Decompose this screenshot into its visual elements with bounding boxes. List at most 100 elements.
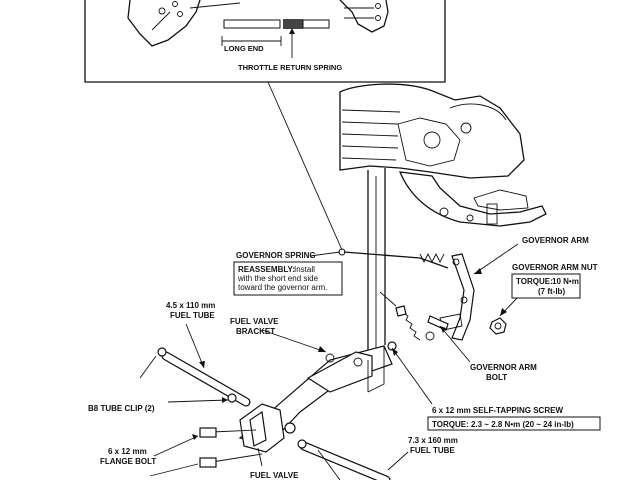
inset-hole	[375, 15, 381, 21]
engine-fin	[341, 157, 397, 161]
bolt-leader	[439, 325, 471, 363]
spring-leader	[309, 251, 341, 257]
self-tapping-screw	[379, 291, 433, 405]
long-end-label: LONG END	[224, 44, 264, 53]
short-tube-name-label: FUEL TUBE	[170, 311, 215, 320]
governor-arm-label: GOVERNOR ARM	[522, 236, 589, 245]
tube-clip	[297, 439, 307, 449]
clip-leader	[167, 399, 229, 403]
nut-torque-title: TORQUE:	[516, 277, 553, 286]
flange-bolt-name-label: FLANGE BOLT	[100, 457, 156, 466]
self-tapping-screw-label: 6 x 12 mm SELF-TAPPING SCREW	[432, 406, 563, 415]
nut-torque-value: 10 N•m	[552, 277, 579, 286]
bracket-leader	[261, 329, 327, 353]
fuel-valve-bracket-label-1: FUEL VALVE	[230, 317, 279, 326]
fuel-tube-long	[297, 439, 409, 485]
throttle-linkage	[449, 103, 507, 121]
arrow-head	[440, 326, 446, 333]
flange-bolt-leader	[153, 435, 199, 457]
tube-clip	[157, 347, 167, 357]
b8-tube-clip-label: B8 TUBE CLIP (2)	[88, 404, 155, 413]
arrow-head	[199, 361, 205, 368]
governor-shaft	[486, 203, 498, 225]
arrow-head	[500, 308, 507, 316]
governor-arm-nut-part	[489, 317, 507, 335]
fuel-tube-long-fill	[300, 442, 390, 484]
fuel-valve-lever	[249, 410, 267, 447]
arrow-head	[474, 268, 482, 274]
arrow-head	[318, 346, 326, 352]
engine-lower-plate	[398, 171, 547, 227]
throttle-return-spring-caption: THROTTLE RETURN SPRING	[238, 63, 342, 72]
inset-leader	[151, 11, 171, 31]
governor-spring	[309, 248, 449, 269]
bolt-head	[425, 331, 435, 341]
engine-body	[339, 83, 547, 227]
bolt-guide	[211, 453, 263, 463]
bracket-hole	[325, 353, 335, 363]
fuel-valve-part	[239, 403, 296, 467]
bolt-guide	[211, 429, 257, 433]
inset-hole	[172, 1, 178, 7]
governor-arm-leader	[473, 243, 519, 275]
long-tube-size-label: 7.3 x 160 mm	[408, 436, 458, 445]
engine-fin	[341, 133, 399, 137]
screw-leader	[391, 347, 433, 405]
inset-frame	[84, 0, 446, 83]
governor-spring-wire	[343, 251, 449, 269]
carburetor-port	[423, 131, 441, 149]
engine-bolt	[466, 214, 474, 222]
screw-head	[395, 305, 407, 317]
engine-fin	[341, 145, 399, 149]
arrow-head	[192, 434, 198, 440]
fuel-valve-outlet	[284, 422, 296, 434]
governor-arm-hole	[452, 258, 460, 266]
governor-arm-bolt-label-2: BOLT	[486, 373, 507, 382]
long-tube-name-label: FUEL TUBE	[410, 446, 455, 455]
engine-boss	[473, 189, 529, 211]
fuel-tube-short	[139, 323, 251, 407]
inset-hole	[375, 3, 381, 9]
nut-torque-alt: (7 ft-lb)	[538, 287, 565, 296]
nut-bore	[494, 322, 502, 330]
reassembly-line-1: Install	[294, 265, 315, 274]
long-tube-leader	[387, 451, 409, 471]
governor-arm-bolt-part	[427, 315, 449, 331]
governor-arm	[425, 243, 539, 363]
inset-right-bracket	[339, 0, 389, 33]
flange-bolt-upper	[199, 427, 217, 438]
flange-bolt-lower	[199, 457, 217, 468]
flange-bolt-leader	[149, 463, 199, 477]
engine-fin	[341, 109, 401, 113]
arrow-head	[222, 397, 228, 403]
bracket-tab-edge	[367, 346, 385, 393]
inset-detail: LONG END THROTTLE RETURN SPRING	[84, 0, 446, 251]
engine-bolt	[439, 207, 449, 217]
governor-spring-label: GOVERNOR SPRING	[236, 251, 316, 260]
reassembly-line-3: toward the governor arm.	[238, 283, 327, 292]
fuel-valve-label: FUEL VALVE	[250, 471, 299, 480]
short-tube-leader	[185, 323, 205, 369]
fuel-valve-bracket-label-2: BRACKET	[236, 327, 275, 336]
reassembly-note-box	[233, 261, 343, 296]
bracket-flange	[306, 351, 373, 393]
governor-spring-coil	[419, 252, 445, 264]
bracket-screw	[387, 341, 397, 351]
nut-torque-box	[511, 273, 581, 299]
screw-guide	[379, 291, 397, 307]
clip-leader	[139, 355, 157, 379]
screw-torque-box	[427, 416, 601, 431]
governor-arm-nut-label: GOVERNOR ARM NUT	[512, 263, 598, 272]
inset-spring-body	[223, 19, 281, 29]
arrow-head	[392, 348, 398, 356]
long-tube-guide	[317, 449, 341, 481]
mounting-bracket	[367, 168, 386, 360]
inset-hole	[177, 11, 183, 17]
governor-arm-hole	[460, 296, 468, 304]
engine-fin	[341, 121, 399, 125]
reassembly-title: REASSEMBLY:	[238, 265, 295, 274]
flange-bolt-size-label: 6 x 12 mm	[108, 447, 147, 456]
flange-bolts	[149, 427, 263, 477]
